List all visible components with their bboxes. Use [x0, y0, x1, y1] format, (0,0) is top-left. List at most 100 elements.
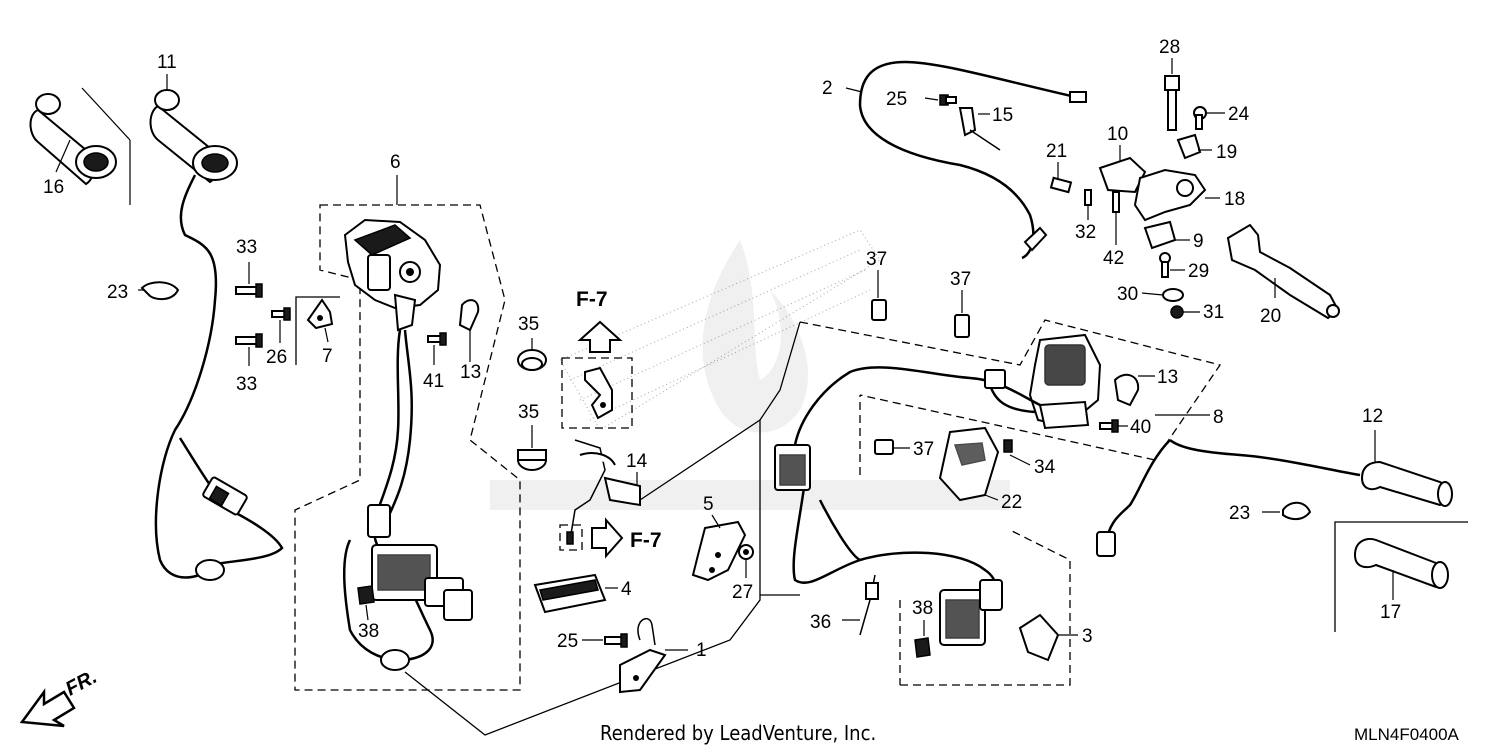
master-cylinder-18 — [1133, 168, 1220, 222]
callout-7: 7 — [322, 346, 333, 367]
callout-5: 5 — [703, 494, 714, 515]
switch-19 — [1176, 133, 1212, 160]
screw-41 — [427, 332, 447, 365]
callout-8: 8 — [1213, 407, 1224, 428]
bracket-5 — [691, 514, 747, 582]
callout-37: 37 — [913, 439, 934, 460]
callout-18: 18 — [1224, 189, 1245, 210]
switch-9 — [1143, 220, 1190, 250]
left-heated-grip-11 — [149, 74, 238, 184]
callout-22: 22 — [1001, 492, 1022, 513]
holder-15 — [958, 107, 1001, 151]
callout-23: 23 — [1229, 503, 1250, 524]
nut-31 — [1170, 305, 1200, 319]
callout-10: 10 — [1107, 124, 1128, 145]
callout-1: 1 — [696, 640, 707, 661]
callout-26: 26 — [266, 347, 287, 368]
callout-25: 25 — [557, 631, 578, 652]
clip-23-left — [138, 281, 180, 301]
bolt-28 — [1164, 58, 1180, 131]
callout-31: 31 — [1203, 302, 1224, 323]
callout-37: 37 — [866, 249, 887, 270]
callout-labels: 11 16 23 33 33 26 7 6 41 13 38 35 35 14 … — [43, 37, 1401, 661]
callout-37: 37 — [950, 269, 971, 290]
ref-arrow-right — [591, 517, 624, 559]
cover-22 — [938, 426, 1000, 502]
diagram-code: MLN4F0400A — [1354, 725, 1460, 744]
screw-29 — [1159, 252, 1185, 278]
clip-37-top-a — [871, 270, 887, 321]
right-grip-connector — [1096, 531, 1116, 557]
screw-34 — [1003, 439, 1031, 466]
part-6-boundary — [294, 204, 521, 691]
callout-19: 19 — [1216, 142, 1237, 163]
callout-13: 13 — [1157, 367, 1178, 388]
reference-f7-right: F-7 — [630, 529, 662, 552]
pin-42 — [1112, 191, 1120, 245]
grommet-27 — [738, 544, 754, 578]
callout-25: 25 — [886, 89, 907, 110]
watermark — [490, 240, 1010, 510]
callout-41: 41 — [423, 371, 444, 392]
callout-30: 30 — [1117, 284, 1138, 305]
cable-2 — [845, 60, 1087, 260]
left-switch-housing — [343, 218, 442, 332]
sub-boundary-right — [859, 395, 1071, 686]
callout-13: 13 — [460, 362, 481, 383]
screw-21 — [1049, 162, 1073, 194]
ref-arrow-up — [577, 320, 623, 353]
bracket-3 — [1018, 613, 1078, 662]
callout-12: 12 — [1362, 406, 1383, 427]
callout-38: 38 — [358, 621, 379, 642]
clip-38-right — [914, 620, 931, 658]
right-grip-17 — [1353, 537, 1449, 600]
callout-27: 27 — [732, 582, 753, 603]
callout-36: 36 — [810, 612, 831, 633]
right-heated-grip-12 — [1360, 430, 1453, 507]
callout-38: 38 — [912, 598, 933, 619]
front-label: FR. — [62, 666, 101, 701]
clamp-13-left — [458, 299, 480, 362]
callout-32: 32 — [1075, 222, 1096, 243]
connector-4 — [533, 573, 618, 614]
brake-lever-20 — [1226, 223, 1340, 320]
bracket-1 — [604, 618, 688, 694]
callout-4: 4 — [621, 579, 632, 600]
band-35-a — [517, 338, 547, 371]
callout-42: 42 — [1103, 248, 1124, 269]
callout-2: 2 — [822, 78, 833, 99]
screw-33-a — [235, 262, 263, 298]
callout-35: 35 — [518, 314, 539, 335]
f7-box-small — [559, 524, 583, 551]
tie-36 — [842, 574, 879, 636]
clip-23-right — [1262, 501, 1312, 521]
band-35-b — [517, 425, 547, 471]
callout-24: 24 — [1228, 104, 1250, 125]
screw-40 — [1099, 419, 1128, 433]
washer-30 — [1141, 288, 1184, 302]
clip-37-top-b — [954, 290, 970, 338]
callout-33: 33 — [236, 237, 257, 258]
clip-37-center — [874, 439, 910, 455]
screw-f7 — [566, 531, 574, 545]
clamp-13-right — [1113, 373, 1155, 407]
callout-9: 9 — [1193, 231, 1204, 252]
callout-23: 23 — [107, 282, 128, 303]
bracket-14 — [569, 439, 641, 541]
callout-3: 3 — [1082, 626, 1093, 647]
callout-40: 40 — [1130, 417, 1151, 438]
callout-29: 29 — [1188, 261, 1209, 282]
clip-38-left — [357, 585, 375, 621]
screw-26 — [271, 307, 291, 343]
callout-33: 33 — [236, 374, 257, 395]
screw-25-top — [924, 94, 957, 106]
callout-14: 14 — [626, 451, 648, 472]
right-switch-housing — [1028, 333, 1102, 430]
screw-33-b — [235, 333, 263, 366]
callout-34: 34 — [1034, 457, 1056, 478]
callout-28: 28 — [1159, 37, 1180, 58]
f7-box-top — [561, 357, 633, 429]
part-8-boundary — [799, 319, 1222, 461]
bracket-7 — [295, 296, 340, 365]
